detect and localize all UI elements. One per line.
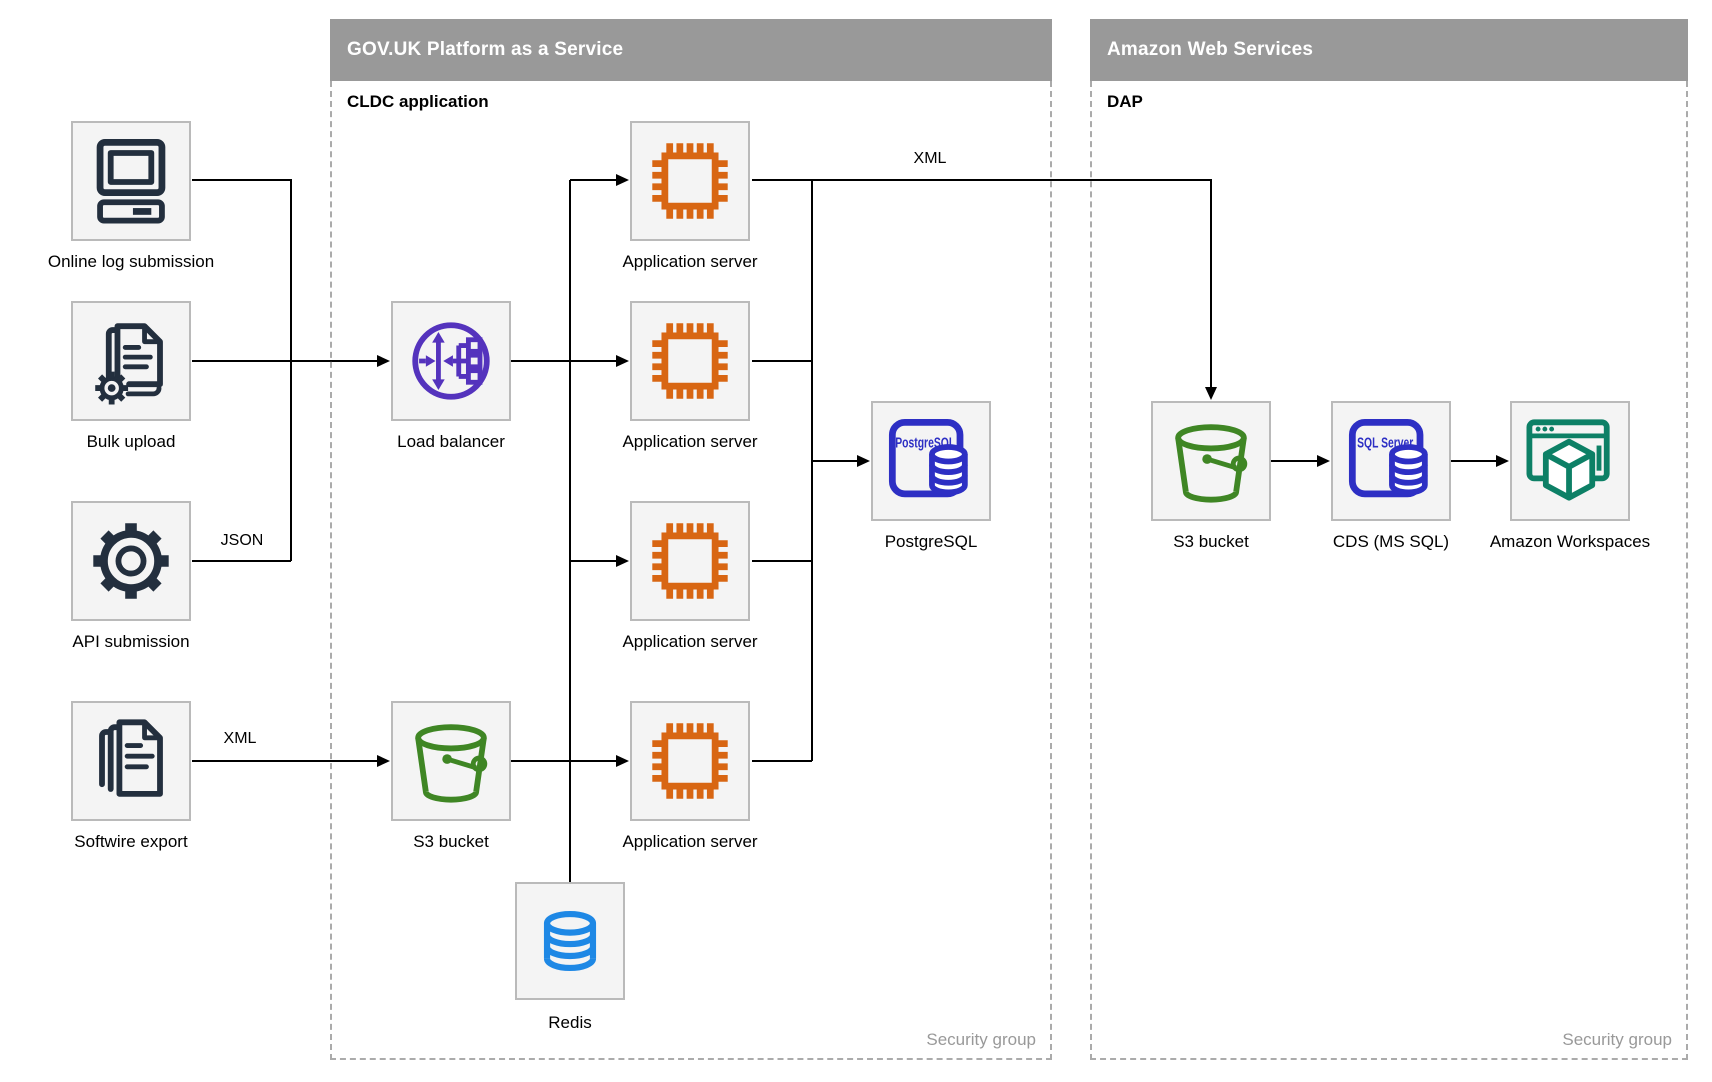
document-gear-icon xyxy=(95,323,163,405)
node-label: API submission xyxy=(72,632,190,651)
bucket-icon xyxy=(1175,424,1248,503)
node-redis: Redis xyxy=(515,882,625,1032)
node-application-server-1: Application server xyxy=(622,121,758,271)
node-s3-bucket-govuk: S3 bucket xyxy=(391,701,511,851)
node-cds-mssql: SQL Server CDS (MS SQL) xyxy=(1331,401,1451,551)
edge-label-json: JSON xyxy=(220,532,264,549)
group-aws-boundary xyxy=(1090,81,1688,1060)
chip-icon xyxy=(652,323,728,399)
node-label: Amazon Workspaces xyxy=(1489,532,1651,551)
load-balancer-icon xyxy=(412,322,490,400)
chip-icon xyxy=(652,723,728,799)
group-govuk-header: GOV.UK Platform as a Service xyxy=(330,19,1052,81)
edge-app-outputs xyxy=(752,180,813,762)
sql-server-db-icon: SQL Server xyxy=(1348,418,1428,498)
node-application-server-3: Application server xyxy=(622,501,758,651)
node-application-server-4: Application server xyxy=(622,701,758,851)
group-govuk-title: GOV.UK Platform as a Service xyxy=(347,39,624,60)
node-label: Redis xyxy=(548,1013,592,1032)
edge-label-xml-softwire: XML xyxy=(223,730,257,747)
node-application-server-2: Application server xyxy=(622,301,758,451)
node-label: Online log submission xyxy=(47,252,215,271)
bucket-icon xyxy=(415,724,488,803)
edge-label-xml-to-aws: XML xyxy=(913,150,947,167)
edge-xml-to-aws xyxy=(752,179,1217,400)
documents-stack-icon xyxy=(99,719,163,797)
node-api-submission: API submission xyxy=(71,501,191,651)
chip-icon xyxy=(652,143,728,219)
group-govuk-boundary xyxy=(330,81,1052,1060)
workspaces-window-cube-icon xyxy=(1526,419,1610,501)
postgresql-db-icon: PostgreSQL xyxy=(888,418,968,498)
node-label: Application server xyxy=(622,252,758,271)
node-softwire-export: Softwire export xyxy=(71,701,191,851)
group-govuk-paas: GOV.UK Platform as a Service CLDC applic… xyxy=(330,19,1052,1060)
node-label: Application server xyxy=(622,432,758,451)
group-aws-security-group-label: Security group xyxy=(1562,1030,1672,1049)
gear-icon xyxy=(93,523,169,599)
node-label: PostgreSQL xyxy=(884,532,978,551)
node-online-log-submission: Online log submission xyxy=(48,121,214,271)
node-label: Load balancer xyxy=(397,432,505,451)
node-label: S3 bucket xyxy=(1173,532,1249,551)
group-aws-header: Amazon Web Services xyxy=(1090,19,1688,81)
node-label: CDS (MS SQL) xyxy=(1332,532,1450,551)
group-aws-title: Amazon Web Services xyxy=(1107,39,1314,60)
node-amazon-workspaces: Amazon Workspaces xyxy=(1490,401,1650,551)
node-label: Bulk upload xyxy=(86,432,176,451)
node-s3-bucket-aws: S3 bucket xyxy=(1151,401,1271,551)
chip-icon xyxy=(652,523,728,599)
group-govuk-sublabel: CLDC application xyxy=(347,92,489,111)
group-aws: Amazon Web Services DAP Security group xyxy=(1090,19,1688,1060)
node-load-balancer: Load balancer xyxy=(391,301,511,451)
group-aws-sublabel: DAP xyxy=(1107,92,1143,111)
node-label: Application server xyxy=(622,632,758,651)
group-govuk-security-group-label: Security group xyxy=(926,1030,1036,1049)
desktop-computer-icon xyxy=(96,138,166,224)
node-label: S3 bucket xyxy=(413,832,489,851)
edge-online-log-merge xyxy=(192,179,292,562)
node-label: Application server xyxy=(622,832,758,851)
node-bulk-upload: Bulk upload xyxy=(71,301,191,451)
node-postgresql: PostgreSQL PostgreSQL xyxy=(871,401,991,551)
database-cylinder-icon xyxy=(543,910,597,972)
node-label: Softwire export xyxy=(74,832,188,851)
